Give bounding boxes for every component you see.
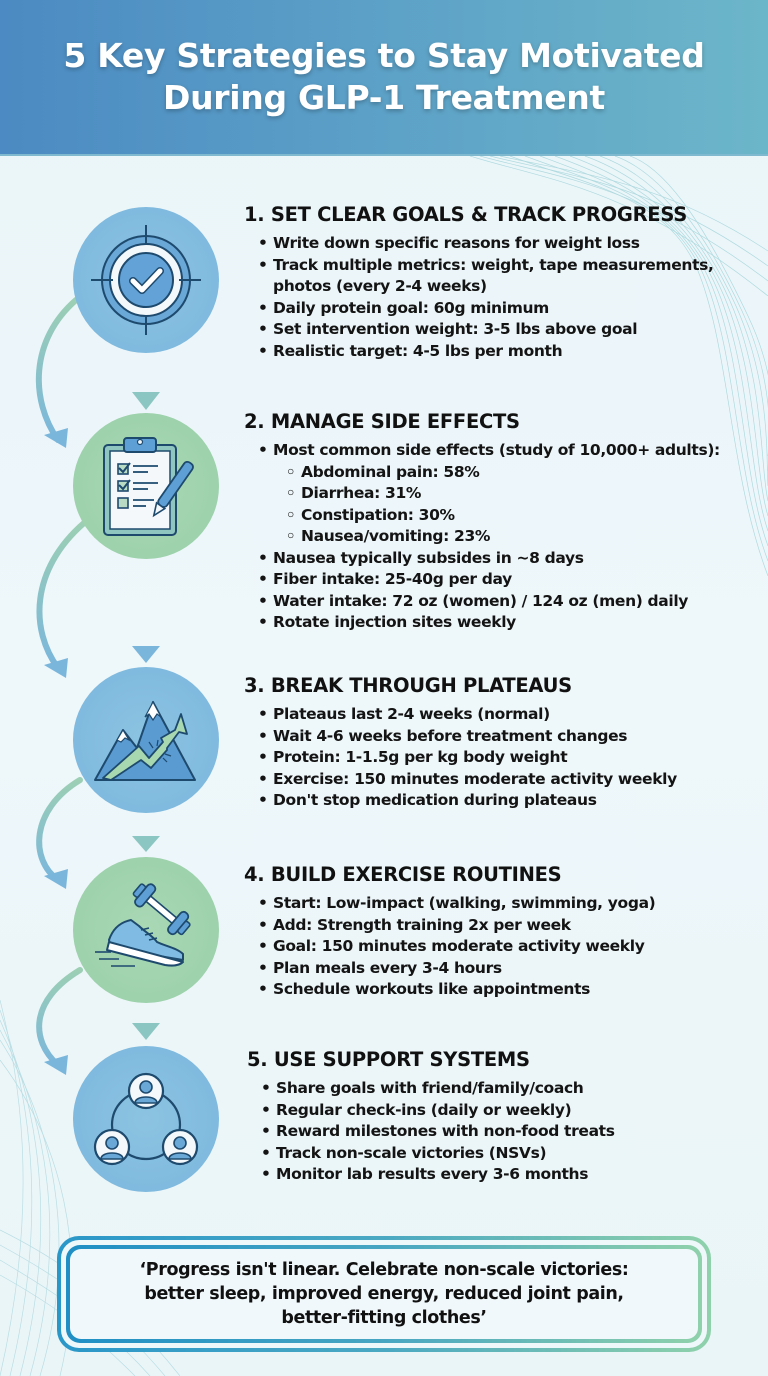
support-network-icon bbox=[93, 1072, 199, 1166]
title-line-2: During GLP-1 Treatment bbox=[163, 78, 605, 117]
section-title: 1. SET CLEAR GOALS & TRACK PROGRESS bbox=[244, 203, 687, 226]
section-1-icon-circle bbox=[73, 207, 219, 353]
list-item: Protein: 1-1.5g per kg body weight bbox=[258, 747, 754, 769]
arrow-head bbox=[132, 392, 160, 410]
list-item: Start: Low-impact (walking, swimming, yo… bbox=[258, 893, 754, 915]
section-5-icon-circle bbox=[73, 1046, 219, 1192]
list-item: Monitor lab results every 3-6 months bbox=[261, 1164, 757, 1186]
list-item: Daily protein goal: 60g minimum bbox=[258, 298, 754, 320]
person-icon-left bbox=[93, 1128, 131, 1166]
section-break-through-plateaus: 3. BREAK THROUGH PLATEAUS Plateaus last … bbox=[244, 673, 754, 812]
sub-list-item: Diarrhea: 31% bbox=[258, 483, 754, 505]
section-build-exercise-routines: 4. BUILD EXERCISE ROUTINES Start: Low-im… bbox=[244, 862, 754, 1001]
section-title: 3. BREAK THROUGH PLATEAUS bbox=[244, 674, 572, 697]
section-title: 5. USE SUPPORT SYSTEMS bbox=[247, 1048, 530, 1071]
section-2-icon-circle bbox=[73, 413, 219, 559]
list-item: Water intake: 72 oz (women) / 124 oz (me… bbox=[258, 591, 754, 613]
title-line-1: 5 Key Strategies to Stay Motivated bbox=[63, 36, 705, 75]
sub-list-item: Abdominal pain: 58% bbox=[258, 462, 754, 484]
bullet-list: Write down specific reasons for weight l… bbox=[244, 233, 754, 362]
list-item: Plateaus last 2-4 weeks (normal) bbox=[258, 704, 754, 726]
list-item: Fiber intake: 25-40g per day bbox=[258, 569, 754, 591]
person-icon-top bbox=[127, 1072, 165, 1110]
section-use-support-systems: 5. USE SUPPORT SYSTEMS Share goals with … bbox=[247, 1047, 757, 1186]
clipboard-checklist-icon bbox=[103, 437, 194, 536]
bullet-list: Plateaus last 2-4 weeks (normal) Wait 4-… bbox=[244, 704, 754, 812]
bullet-list: Start: Low-impact (walking, swimming, yo… bbox=[244, 893, 754, 1001]
list-item: Share goals with friend/family/coach bbox=[261, 1078, 757, 1100]
section-3-icon-circle bbox=[73, 667, 219, 813]
list-item: Write down specific reasons for weight l… bbox=[258, 233, 754, 255]
list-item: Plan meals every 3-4 hours bbox=[258, 958, 754, 980]
list-item: Track non-scale victories (NSVs) bbox=[261, 1143, 757, 1165]
list-item: Most common side effects (study of 10,00… bbox=[258, 440, 754, 462]
list-item: Track multiple metrics: weight, tape mea… bbox=[258, 255, 754, 298]
quote-box: ‘Progress isn't linear. Celebrate non-sc… bbox=[70, 1249, 698, 1339]
quote-box-inner-border: ‘Progress isn't linear. Celebrate non-sc… bbox=[66, 1245, 702, 1343]
section-title: 2. MANAGE SIDE EFFECTS bbox=[244, 410, 520, 433]
page-title: 5 Key Strategies to Stay Motivated Durin… bbox=[63, 35, 705, 119]
section-manage-side-effects: 2. MANAGE SIDE EFFECTS Most common side … bbox=[244, 409, 754, 634]
list-item: Add: Strength training 2x per week bbox=[258, 915, 754, 937]
flow-arrows bbox=[35, 297, 160, 1075]
section-4-icon-circle bbox=[73, 857, 219, 1003]
list-item: Rotate injection sites weekly bbox=[258, 612, 754, 634]
list-item: Reward milestones with non-food treats bbox=[261, 1121, 757, 1143]
section-title: 4. BUILD EXERCISE ROUTINES bbox=[244, 863, 562, 886]
quote-box-gap: ‘Progress isn't linear. Celebrate non-sc… bbox=[61, 1240, 707, 1348]
mountain-arrow-icon bbox=[94, 700, 196, 781]
list-item: Schedule workouts like appointments bbox=[258, 979, 754, 1001]
sneaker-dumbbell-icon bbox=[95, 883, 191, 967]
section-set-clear-goals: 1. SET CLEAR GOALS & TRACK PROGRESS Writ… bbox=[244, 202, 754, 362]
header-banner: 5 Key Strategies to Stay Motivated Durin… bbox=[0, 0, 768, 156]
sub-list-item: Constipation: 30% bbox=[258, 505, 754, 527]
person-icon-right bbox=[161, 1128, 199, 1166]
target-check-icon bbox=[91, 225, 201, 335]
sub-list-item: Nausea/vomiting: 23% bbox=[258, 526, 754, 548]
list-item: Wait 4-6 weeks before treatment changes bbox=[258, 726, 754, 748]
quote-box-border: ‘Progress isn't linear. Celebrate non-sc… bbox=[57, 1236, 711, 1352]
quote-text: ‘Progress isn't linear. Celebrate non-sc… bbox=[139, 1260, 629, 1328]
list-item: Regular check-ins (daily or weekly) bbox=[261, 1100, 757, 1122]
list-item: Set intervention weight: 3-5 lbs above g… bbox=[258, 319, 754, 341]
bullet-list: Most common side effects (study of 10,00… bbox=[244, 440, 754, 634]
list-item: Goal: 150 minutes moderate activity week… bbox=[258, 936, 754, 958]
list-item: Nausea typically subsides in ~8 days bbox=[258, 548, 754, 570]
list-item: Realistic target: 4-5 lbs per month bbox=[258, 341, 754, 363]
list-item: Exercise: 150 minutes moderate activity … bbox=[258, 769, 754, 791]
list-item: Don't stop medication during plateaus bbox=[258, 790, 754, 812]
bullet-list: Share goals with friend/family/coach Reg… bbox=[247, 1078, 757, 1186]
